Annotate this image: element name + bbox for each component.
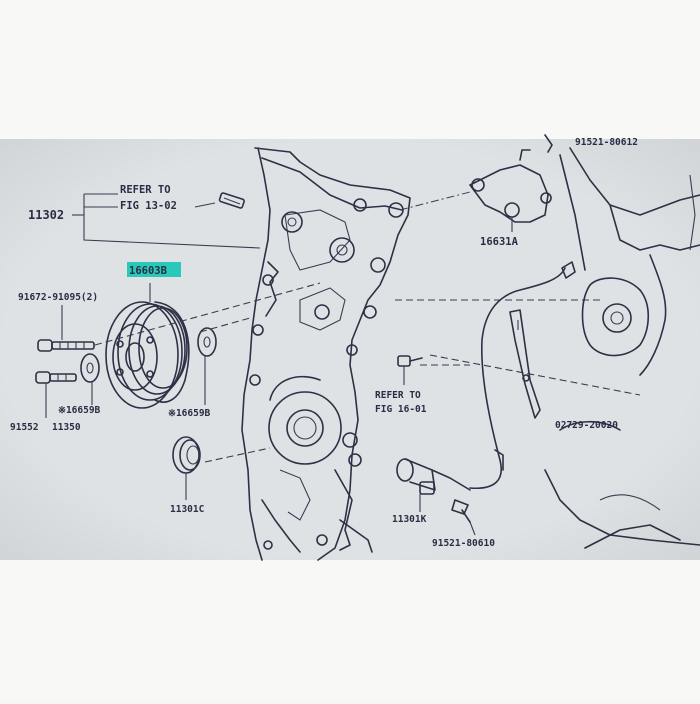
label-11350: 11350 [52,422,81,433]
bolt-top [218,192,245,209]
label-11301c: 11301C [170,504,205,515]
crank-pulley [105,301,190,409]
bolt-91521-bottom [451,499,476,536]
label-91552: 91552 [10,422,39,433]
leaders [45,283,206,500]
engine-block-right [544,147,700,549]
center-lines [94,191,641,463]
bolt-refer-16-01 [397,355,423,385]
label-refer-13-02-l1: REFER TO [120,184,171,196]
label-16659b-left: ※16659B [58,405,101,416]
label-91521-top: 91521-80612 [575,137,638,148]
timing-cover [241,147,411,561]
label-02729: 02729-20020 [555,420,618,431]
labels: REFER TO FIG 13-02 11302 16603B 91672-91… [10,137,638,549]
sensor-harness [469,261,576,489]
label-91521-bottom: 91521-80610 [432,538,495,549]
label-refer-13-02-l2: FIG 13-02 [120,200,177,212]
leader-11302 [72,193,261,249]
label-16631a: 16631A [480,236,519,248]
bolt-91672-upper [37,339,95,352]
label-11301k: 11301K [392,514,427,525]
washer-16659b [197,327,217,357]
washer-11350 [80,353,100,383]
label-refer-16-01-l2: FIG 16-01 [375,404,427,415]
label-16659b-right: ※16659B [168,408,211,419]
bracket-16631a [469,134,553,232]
label-refer-16-01-l1: REFER TO [375,390,421,401]
label-11302: 11302 [28,208,64,222]
bolt-91552-lower [35,371,77,384]
crank-sensor [396,458,471,512]
highlight-16603b [127,262,181,277]
label-91672: 91672-91095(2) [18,292,98,303]
label-16603b: 16603B [129,265,167,277]
